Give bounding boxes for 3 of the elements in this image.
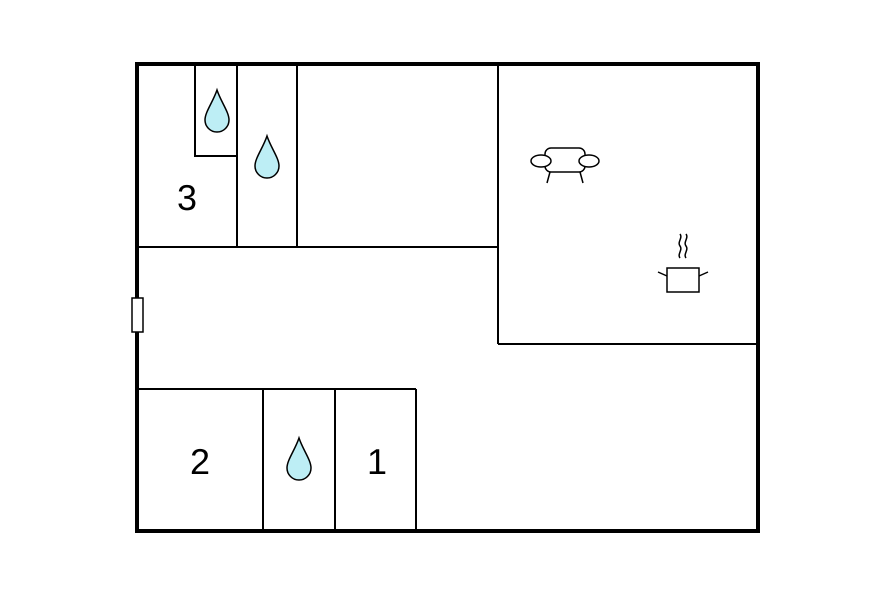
room-number: 3: [176, 180, 198, 216]
room-number: 2: [190, 444, 210, 480]
room-number: 1: [366, 444, 388, 480]
